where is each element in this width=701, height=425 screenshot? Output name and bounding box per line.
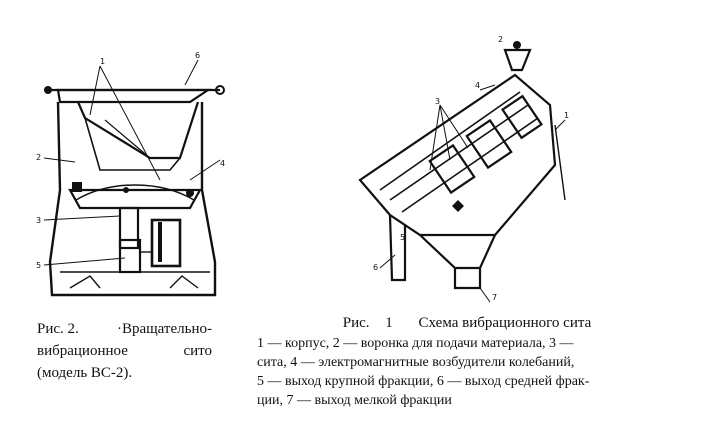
label-4: 4 <box>475 81 480 90</box>
label-5: 5 <box>36 261 41 270</box>
right-caption-line: 5 — выход крупной фракции, 6 — выход сре… <box>257 374 590 389</box>
label-7: 7 <box>492 293 497 302</box>
label-3: 3 <box>435 97 440 106</box>
right-caption-line: ции, 7 — выход мелкой фракции <box>257 393 452 408</box>
left-figure-caption: Рис. 2. ·Вращательно- вибрационное сито … <box>37 318 212 384</box>
right-caption-line: 1 — корпус, 2 — воронка для подачи матер… <box>257 336 574 351</box>
left-caption-fig-no: Рис. 2. <box>37 321 79 337</box>
label-1: 1 <box>564 111 569 120</box>
left-caption-model: (модель ВС-2). <box>37 365 133 381</box>
right-figure-caption: Рис. 1 Схема вибрационного сита 1 — корп… <box>257 314 657 410</box>
label-6: 6 <box>195 51 200 60</box>
label-3: 3 <box>36 216 41 225</box>
label-6: 6 <box>373 263 378 272</box>
rotary-vibrating-sieve-drawing: 1 6 2 4 3 5 <box>30 40 240 305</box>
label-1: 1 <box>100 57 105 66</box>
right-caption-fig-num: 1 <box>385 315 393 331</box>
label-2: 2 <box>498 35 503 44</box>
right-caption-fig-no: Рис. <box>342 315 370 331</box>
left-caption-title-start: ·Вращательно- <box>116 321 212 337</box>
right-caption-title: Схема вибрационного сита <box>418 315 592 331</box>
left-caption-word-b: сито <box>183 343 212 359</box>
label-4: 4 <box>220 159 225 168</box>
right-caption-line: сита, 4 — электромагнитные возбудители к… <box>257 355 575 370</box>
label-2: 2 <box>36 153 41 162</box>
left-caption-word-a: вибрационное <box>37 343 128 359</box>
label-5: 5 <box>400 233 405 242</box>
vibrating-sieve-scheme-drawing: 2 4 3 1 6 5 7 <box>350 30 595 305</box>
right-caption-title-line: Рис. 1 Схема вибрационного сита <box>257 314 657 333</box>
